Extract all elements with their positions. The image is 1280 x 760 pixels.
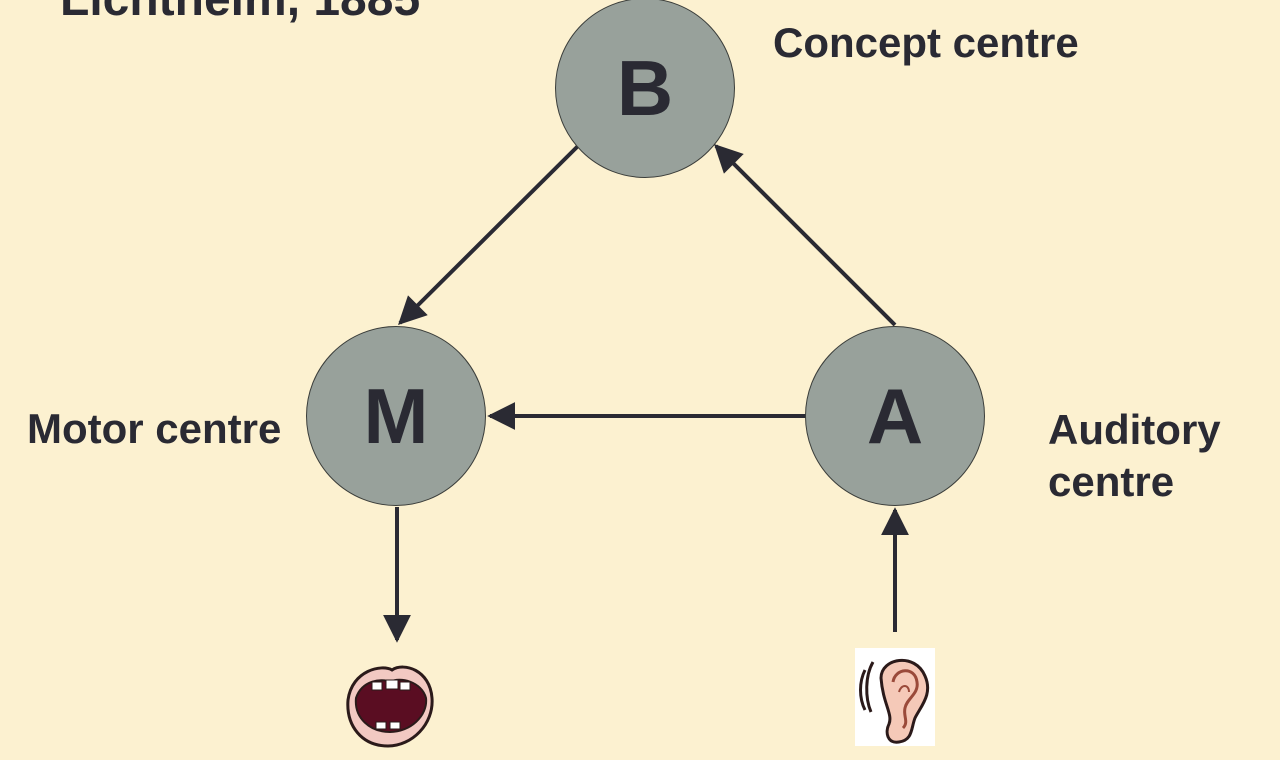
ear-icon — [855, 648, 935, 746]
auditory-centre-node: A — [805, 326, 985, 506]
concept-centre-letter: B — [616, 43, 674, 132]
auditory-centre-label-line2: centre — [1048, 458, 1175, 505]
mouth-icon — [346, 665, 434, 748]
motor-centre-letter: M — [363, 371, 429, 460]
auditory-centre-letter: A — [866, 371, 924, 460]
motor-centre-label: Motor centre — [27, 405, 282, 452]
concept-centre-node: B — [555, 0, 735, 178]
concept-centre-label: Concept centre — [773, 19, 1079, 66]
arrow-a-to-b — [714, 144, 897, 327]
auditory-centre-label-line1: Auditory — [1048, 406, 1221, 453]
arrow-b-to-m — [398, 144, 580, 325]
slide-title: Lichtheim, 1885 — [60, 0, 420, 27]
auditory-centre-label: Auditory centre — [1048, 404, 1221, 508]
motor-centre-node: M — [306, 326, 486, 506]
